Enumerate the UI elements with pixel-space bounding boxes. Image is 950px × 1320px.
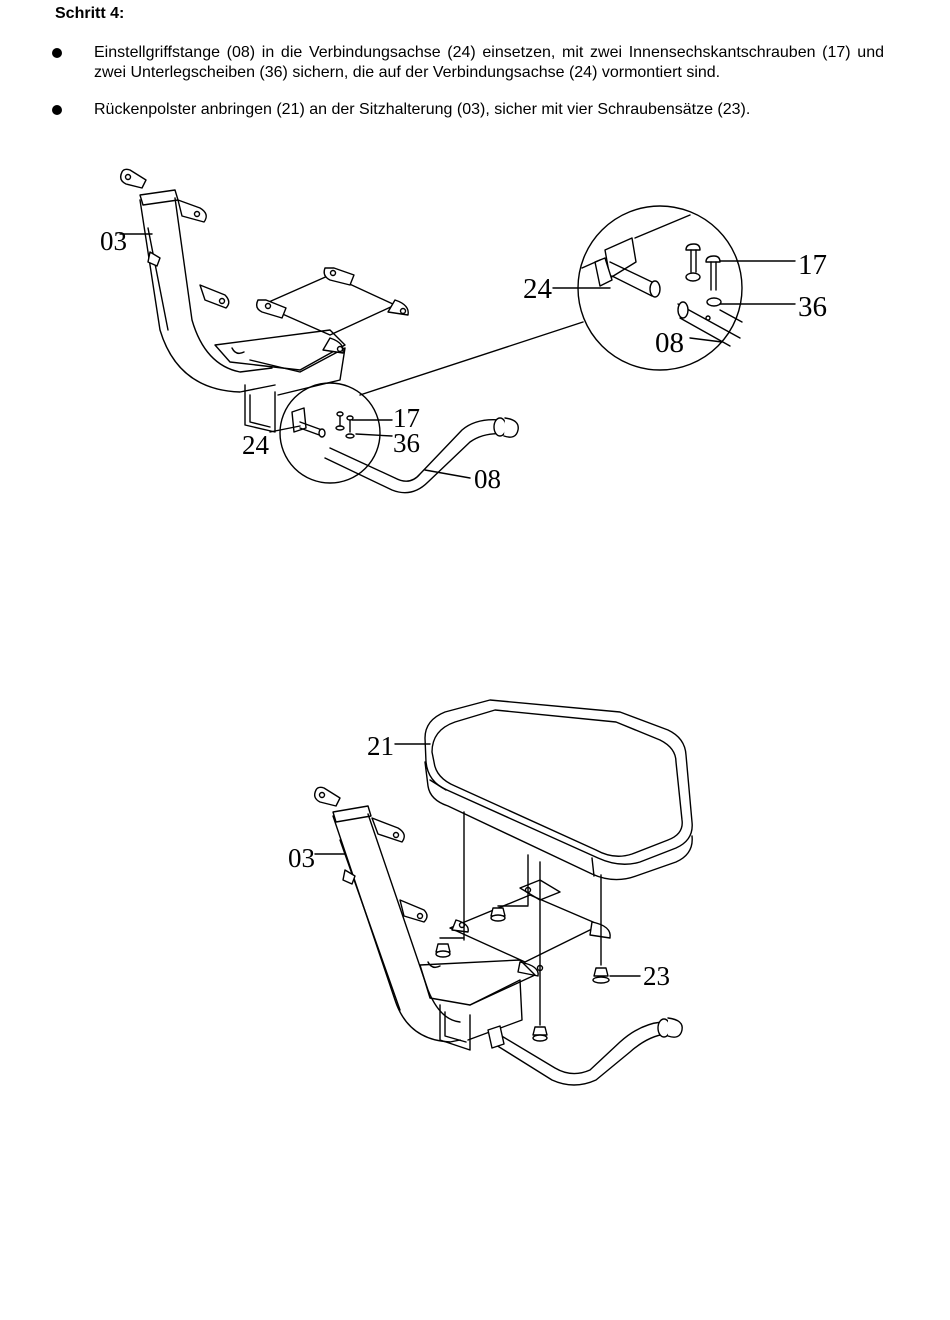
axle-large — [581, 214, 691, 298]
screws-large — [685, 243, 722, 307]
label-handle-large: 08 — [655, 327, 684, 359]
bullet-dot-1 — [52, 48, 62, 58]
label-axle-large: 24 — [523, 273, 553, 305]
figure-2-backpad-assembly — [313, 699, 693, 1086]
instruction-2: Rückenpolster anbringen (21) an der Sitz… — [94, 101, 751, 118]
seat-bracket-frame-2 — [313, 786, 683, 1086]
label-frame-2: 03 — [288, 843, 315, 873]
label-washer: 36 — [393, 428, 420, 458]
leader-washer — [355, 433, 393, 437]
screws-small — [335, 411, 355, 439]
seat-bracket-frame — [119, 168, 409, 433]
label-screw: 17 — [393, 403, 420, 433]
handle-large-tube — [677, 301, 743, 347]
detail-connector-line — [359, 321, 584, 396]
back-pad — [424, 699, 693, 881]
label-pad: 21 — [367, 731, 394, 761]
adjustment-handle — [324, 417, 519, 494]
leader-handle — [424, 469, 471, 479]
leader-axle — [269, 425, 301, 433]
bullet-dot-2 — [52, 105, 62, 115]
label-handle: 08 — [474, 464, 501, 494]
bolt-sets — [435, 907, 610, 1042]
axle-small — [291, 407, 326, 438]
label-frame: 03 — [100, 226, 127, 256]
leader-handle-large — [689, 337, 723, 343]
step-title: Schritt 4: — [55, 5, 125, 22]
label-washer-large: 36 — [798, 291, 827, 323]
figure-1-handle-assembly — [119, 168, 796, 494]
label-screw-large: 17 — [798, 249, 827, 281]
detail-circle-small — [279, 382, 381, 484]
label-axle: 24 — [242, 430, 270, 460]
label-bolts: 23 — [643, 961, 670, 991]
instruction-1: Einstellgriffstange (08) in die Verbindu… — [94, 44, 884, 81]
